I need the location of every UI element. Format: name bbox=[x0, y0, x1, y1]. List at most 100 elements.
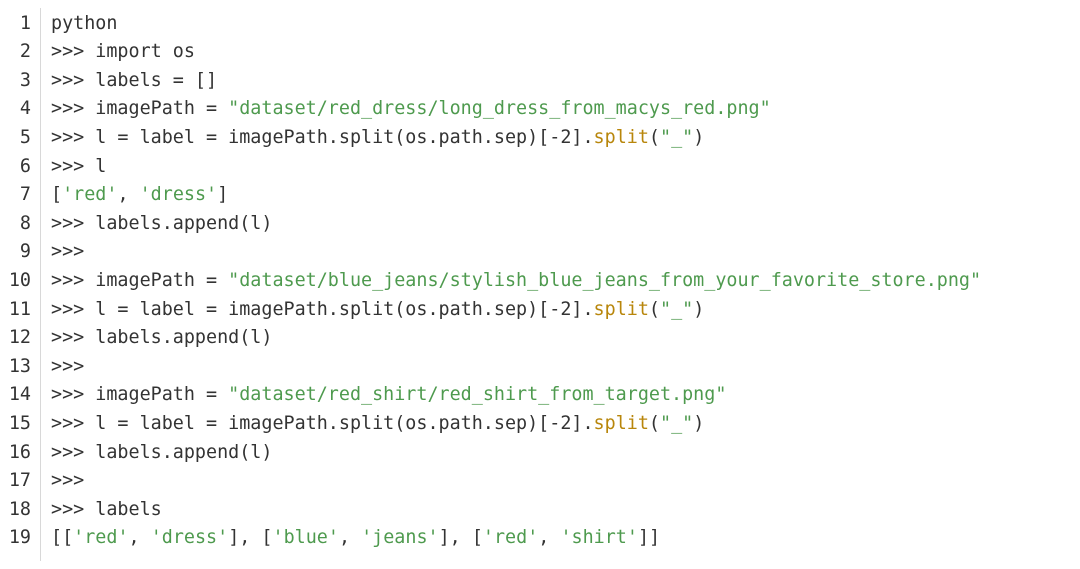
method-token: split bbox=[593, 126, 649, 148]
line-code: >>> l = label = imagePath.split(os.path.… bbox=[51, 124, 704, 153]
code-line: 10 >>> imagePath = "dataset/blue_jeans/st… bbox=[0, 267, 1080, 296]
code-token: python bbox=[51, 12, 118, 34]
method-token: split bbox=[593, 412, 649, 434]
code-line: 4 >>> imagePath = "dataset/red_dress/long… bbox=[0, 95, 1080, 124]
code-line: 19[['red', 'dress'], ['blue', 'jeans'], … bbox=[0, 524, 1080, 553]
code-line: 13 >>> bbox=[0, 353, 1080, 382]
string-token: "dataset/red_dress/long_dress_from_macys… bbox=[228, 98, 771, 120]
line-number: 11 bbox=[8, 298, 31, 320]
code-token: >>> labels = [] bbox=[51, 69, 218, 91]
line-code: >>> l = label = imagePath.split(os.path.… bbox=[51, 296, 704, 325]
line-code: >>> bbox=[51, 467, 84, 496]
code-line: 8 >>> labels.append(l) bbox=[0, 210, 1080, 239]
code-token: >>> imagePath = bbox=[51, 269, 229, 291]
code-token: >>> l = label = imagePath.split(os.path.… bbox=[51, 412, 594, 434]
code-token: >>> bbox=[51, 241, 85, 263]
line-number: 8 bbox=[19, 212, 31, 234]
code-line: 18 >>> labels bbox=[0, 496, 1080, 525]
code-token: ], [ bbox=[228, 527, 273, 549]
code-token: ) bbox=[693, 298, 705, 320]
code-line: 9 >>> bbox=[0, 238, 1080, 267]
code-token: >>> labels bbox=[51, 498, 162, 520]
code-token: >>> l bbox=[51, 155, 107, 177]
code-line: 16 >>> labels.append(l) bbox=[0, 439, 1080, 468]
code-token: ]] bbox=[637, 527, 661, 549]
string-token: "dataset/red_shirt/red_shirt_from_target… bbox=[228, 384, 727, 406]
code-line: 3 >>> labels = [] bbox=[0, 67, 1080, 96]
line-number: 14 bbox=[8, 384, 31, 406]
line-code: >>> imagePath = "dataset/red_dress/long_… bbox=[51, 95, 771, 124]
code-token: ], [ bbox=[438, 527, 483, 549]
string-token: "_" bbox=[660, 298, 694, 320]
code-token: , bbox=[128, 527, 151, 549]
code-line: 2 >>> import os bbox=[0, 38, 1080, 67]
code-line: 15 >>> l = label = imagePath.split(os.pat… bbox=[0, 410, 1080, 439]
line-number: 3 bbox=[19, 69, 31, 91]
line-code: >>> l = label = imagePath.split(os.path.… bbox=[51, 410, 704, 439]
line-code: >>> labels.append(l) bbox=[51, 324, 272, 353]
line-code: >>> l bbox=[51, 153, 106, 182]
string-token: "_" bbox=[660, 412, 694, 434]
line-code: >>> labels = [] bbox=[51, 67, 217, 96]
code-line: 1 python bbox=[0, 10, 1080, 39]
string-token: 'jeans' bbox=[361, 527, 439, 549]
line-code: [['red', 'dress'], ['blue', 'jeans'], ['… bbox=[51, 524, 660, 553]
string-token: "_" bbox=[660, 126, 694, 148]
string-token: 'shirt' bbox=[560, 527, 638, 549]
method-token: split bbox=[593, 298, 649, 320]
line-number: 7 bbox=[19, 184, 31, 206]
line-number: 5 bbox=[19, 126, 31, 148]
code-token: , bbox=[338, 527, 362, 549]
line-number: 2 bbox=[19, 41, 31, 63]
line-number: 1 bbox=[19, 12, 31, 34]
code-token: >>> imagePath = bbox=[51, 384, 229, 406]
line-number-gutter-divider bbox=[40, 8, 41, 561]
code-token: ( bbox=[648, 412, 660, 434]
code-line: 6 >>> l bbox=[0, 153, 1080, 182]
code-token: [[ bbox=[51, 527, 74, 549]
line-number: 6 bbox=[19, 155, 31, 177]
line-code: >>> imagePath = "dataset/red_shirt/red_s… bbox=[51, 381, 726, 410]
string-token: 'red' bbox=[73, 527, 129, 549]
line-code: >>> bbox=[51, 238, 84, 267]
code-token: >>> labels.append(l) bbox=[51, 441, 273, 463]
line-code: >>> import os bbox=[51, 38, 195, 67]
line-code: python bbox=[51, 10, 117, 39]
string-token: 'red' bbox=[62, 184, 118, 206]
line-number: 18 bbox=[8, 498, 31, 520]
code-token: ( bbox=[648, 126, 660, 148]
line-number: 10 bbox=[8, 269, 31, 291]
code-token: , bbox=[538, 527, 561, 549]
code-line: 14 >>> imagePath = "dataset/red_shirt/red… bbox=[0, 381, 1080, 410]
line-code: >>> labels bbox=[51, 496, 162, 525]
line-code: >>> labels.append(l) bbox=[51, 439, 272, 468]
string-token: 'blue' bbox=[272, 527, 339, 549]
code-line: 17>>> bbox=[0, 467, 1080, 496]
code-token: ) bbox=[693, 412, 705, 434]
code-token: ( bbox=[648, 298, 660, 320]
line-code: >>> imagePath = "dataset/blue_jeans/styl… bbox=[51, 267, 981, 296]
code-token: >>> bbox=[51, 470, 85, 492]
code-token: ) bbox=[693, 126, 705, 148]
code-line: 11 >>> l = label = imagePath.split(os.pat… bbox=[0, 296, 1080, 325]
string-token: 'dress' bbox=[150, 527, 229, 549]
code-token: >>> imagePath = bbox=[51, 98, 229, 120]
line-number: 4 bbox=[19, 98, 31, 120]
string-token: "dataset/blue_jeans/stylish_blue_jeans_f… bbox=[228, 269, 982, 291]
line-number: 16 bbox=[8, 441, 31, 463]
code-token: ] bbox=[217, 184, 229, 206]
line-number: 13 bbox=[8, 355, 31, 377]
code-line: 12 >>> labels.append(l) bbox=[0, 324, 1080, 353]
code-token: [ bbox=[51, 184, 63, 206]
line-code: ['red', 'dress'] bbox=[51, 181, 228, 210]
line-number: 19 bbox=[8, 527, 31, 549]
code-line: 5 >>> l = label = imagePath.split(os.path… bbox=[0, 124, 1080, 153]
code-token: >>> bbox=[51, 355, 85, 377]
code-token: >>> l = label = imagePath.split(os.path.… bbox=[51, 126, 594, 148]
code-token: >>> labels.append(l) bbox=[51, 212, 273, 234]
line-code: >>> labels.append(l) bbox=[51, 210, 272, 239]
line-number: 9 bbox=[19, 241, 31, 263]
line-number: 12 bbox=[8, 327, 31, 349]
line-number: 15 bbox=[8, 412, 31, 434]
